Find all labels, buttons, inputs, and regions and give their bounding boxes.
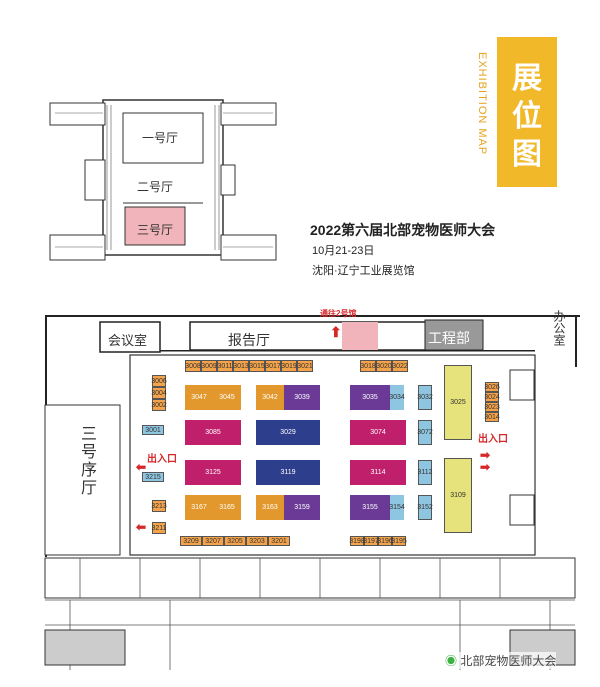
bottom-row-booths: 3209 3207 3205 3203 3201 xyxy=(180,536,290,546)
title-tag-text: 展位图 xyxy=(512,62,542,171)
booth[interactable]: 3215 xyxy=(142,472,164,482)
booth[interactable]: 3205 xyxy=(224,536,246,546)
booth[interactable]: 3112 xyxy=(417,460,433,485)
booth[interactable]: 3163 xyxy=(256,495,284,520)
floor-plan-walls xyxy=(44,315,585,670)
booth[interactable]: 3039 xyxy=(284,385,320,410)
booth[interactable]: 3026 xyxy=(484,382,500,392)
booth[interactable]: 3022 xyxy=(392,360,408,372)
booth[interactable]: 3002 xyxy=(151,399,167,411)
event-title: 2022第六届北部宠物医师大会 xyxy=(310,222,496,238)
overview-map: 一号厅 二号厅 三号厅 xyxy=(45,85,280,270)
booth[interactable]: 3009 xyxy=(201,360,217,372)
booth[interactable]: 3017 xyxy=(265,360,281,372)
foyer-label: 三号序厅 xyxy=(78,425,95,497)
booth[interactable]: 3042 xyxy=(256,385,284,410)
watermark-text: 北部宠物医师大会 xyxy=(460,654,557,668)
booth[interactable]: 3154 xyxy=(389,495,405,520)
top-row-booths-right: 3018 3020 3022 xyxy=(360,360,408,372)
booth[interactable]: 3198 xyxy=(349,536,365,546)
booth[interactable]: 3209 xyxy=(180,536,202,546)
booth[interactable]: 3074 xyxy=(350,420,406,445)
title-tag xyxy=(497,37,557,187)
booth[interactable]: 3197 xyxy=(363,536,379,546)
right-entrance-label[interactable]: 出入口 xyxy=(478,434,508,445)
right-entrance-arrow-icon: ➡ xyxy=(480,448,491,462)
booth[interactable]: 3018 xyxy=(360,360,376,372)
booth[interactable]: 3155 xyxy=(350,495,390,520)
booth[interactable]: 3019 xyxy=(281,360,297,372)
left-entrance-arrow-icon: ⬅ xyxy=(136,460,147,474)
booth[interactable]: 3211 xyxy=(151,522,167,534)
booth[interactable]: 3167 xyxy=(185,495,213,520)
booth[interactable]: 3032 xyxy=(417,385,433,410)
booth[interactable]: 3034 xyxy=(389,385,405,410)
booth[interactable]: 3021 xyxy=(297,360,313,372)
chat-icon: ◉ xyxy=(445,654,458,668)
booth[interactable]: 3011 xyxy=(217,360,233,372)
event-date: 10月21-23日 xyxy=(312,245,375,257)
booth[interactable]: 3035 xyxy=(350,385,390,410)
booth[interactable]: 3014 xyxy=(484,412,500,422)
hall-2-label: 二号厅 xyxy=(137,180,174,194)
title-tag-english: EXHIBITION MAP xyxy=(476,52,488,156)
booth[interactable]: 3006 xyxy=(151,375,167,387)
booth[interactable]: 3045 xyxy=(213,385,241,410)
booth[interactable]: 3029 xyxy=(256,420,320,445)
left-entrance-arrow2-icon: ⬅ xyxy=(136,520,147,534)
meeting-room-label: 会议室 xyxy=(108,333,148,348)
engineering-label: 工程部 xyxy=(428,332,470,347)
booth[interactable]: 3159 xyxy=(284,495,320,520)
booth[interactable]: 3085 xyxy=(185,420,241,445)
event-venue: 沈阳·辽宁工业展览馆 xyxy=(312,265,415,277)
booth[interactable]: 3165 xyxy=(213,495,241,520)
booth[interactable]: 3025 xyxy=(444,365,472,440)
booth[interactable]: 3001 xyxy=(142,425,164,435)
booth[interactable]: 3119 xyxy=(256,460,320,485)
booth[interactable]: 3047 xyxy=(185,385,213,410)
booth[interactable]: 3114 xyxy=(350,460,406,485)
booth[interactable]: 3196 xyxy=(377,536,393,546)
to-hall-2-label: 通往2号馆 xyxy=(320,309,357,318)
booth[interactable]: 3213 xyxy=(151,500,167,512)
booth[interactable]: 3023 xyxy=(484,402,500,412)
booth[interactable]: 3013 xyxy=(233,360,249,372)
booth[interactable]: 3203 xyxy=(246,536,268,546)
right-entrance-arrow2-icon: ➡ xyxy=(480,460,491,474)
booth[interactable]: 3024 xyxy=(484,392,500,402)
booth[interactable]: 3072 xyxy=(417,420,433,445)
left-entrance-label[interactable]: 出入口 xyxy=(147,454,177,465)
hall-3-label: 三号厅 xyxy=(137,223,174,237)
hall-1-label: 一号厅 xyxy=(142,131,179,145)
booth[interactable]: 3125 xyxy=(185,460,241,485)
booth[interactable]: 3195 xyxy=(391,536,407,546)
booth[interactable]: 3004 xyxy=(151,387,167,399)
office-label: 办公室 xyxy=(552,310,566,346)
booth[interactable]: 3008 xyxy=(185,360,201,372)
report-hall-label: 报告厅 xyxy=(228,334,270,349)
watermark: ◉ 北部宠物医师大会 xyxy=(445,652,557,669)
up-arrow-icon: ⬆ xyxy=(330,324,342,340)
bottom-row-booths-right: 3198 3197 3196 3195 xyxy=(349,536,407,546)
floor-plan: 会议室 报告厅 工程部 办公室 三号序厅 通往2号馆 ⬆ 出入口 ⬅ ⬅ 出入口… xyxy=(40,300,585,675)
booth[interactable]: 3207 xyxy=(202,536,224,546)
overview-plan-drawing xyxy=(49,99,277,261)
booth[interactable]: 3109 xyxy=(444,458,472,533)
booth[interactable]: 3152 xyxy=(417,495,433,520)
booth[interactable]: 3201 xyxy=(268,536,290,546)
booth[interactable]: 3020 xyxy=(376,360,392,372)
top-row-booths: 3008 3009 3011 3013 3015 3017 3019 3021 xyxy=(185,360,313,372)
booth[interactable]: 3015 xyxy=(249,360,265,372)
